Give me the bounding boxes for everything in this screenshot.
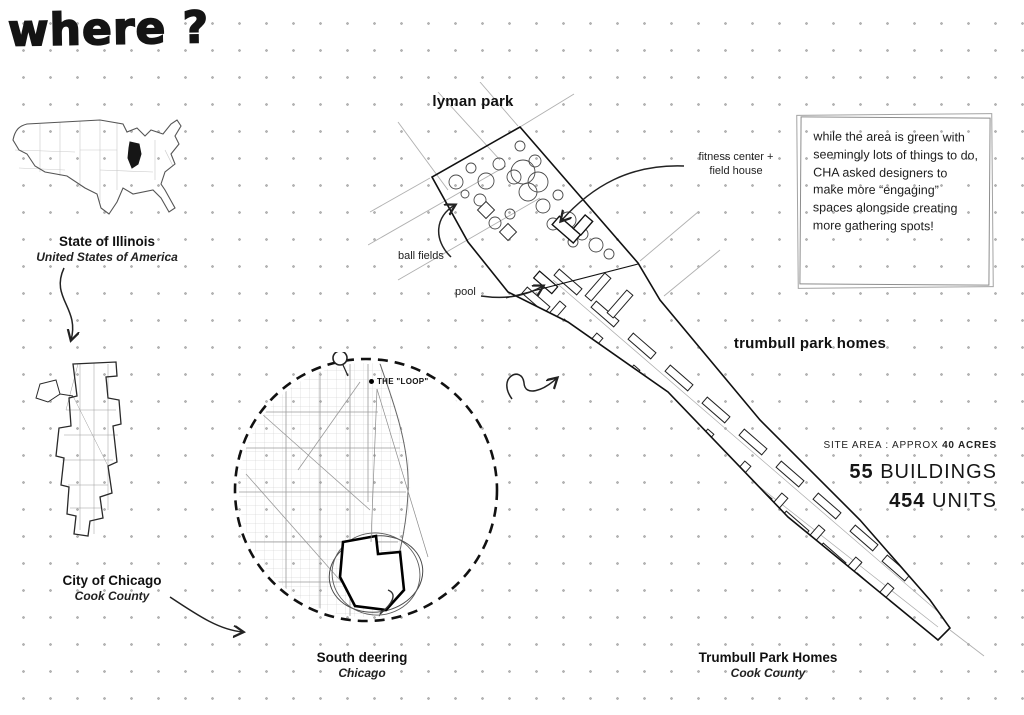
chicago-map xyxy=(35,361,122,537)
loop-label: THE "LOOP" xyxy=(369,377,428,386)
site-area-prefix: SITE AREA : APPROX xyxy=(823,440,939,451)
site-plan xyxy=(368,82,985,657)
ohare-area-shape xyxy=(35,379,74,403)
usa-state-lines xyxy=(14,120,174,202)
arrow-illinois-to-chicago xyxy=(59,267,73,340)
surrounding-streets xyxy=(368,82,985,657)
units-value: 454 xyxy=(889,490,926,512)
usa-map xyxy=(12,119,182,215)
page-title: where ? xyxy=(7,1,211,57)
illinois-label: State of Illinois xyxy=(58,234,156,249)
loop-label-text: THE "LOOP" xyxy=(377,377,429,386)
pin-circle xyxy=(332,352,348,366)
loop-dot-icon xyxy=(369,379,374,385)
fitness-annotation: fitness center + field house xyxy=(698,151,774,178)
buildings-stat: 55 BUILDINGS xyxy=(767,458,997,487)
note-text: while the area is green with seemingly l… xyxy=(812,129,979,234)
site-area-stat: SITE AREA : APPROX 40 ACRES xyxy=(767,440,997,451)
chicago-sublabel: Cook County xyxy=(74,589,150,603)
note-box: while the area is green with seemingly l… xyxy=(799,116,991,286)
illinois-sublabel: United States of America xyxy=(36,250,178,264)
lyman-park-label: lyman park xyxy=(432,93,514,110)
site-caption-sub: Cook County xyxy=(730,666,806,680)
chicago-outline xyxy=(55,361,122,537)
zoom-circle-map xyxy=(233,352,499,623)
site-boundary xyxy=(430,125,952,642)
pool-annotation: pool xyxy=(455,286,476,298)
south-deering-label: South deering xyxy=(316,650,408,665)
site-caption: Trumbull Park Homes xyxy=(698,650,838,665)
buildings-value: 55 xyxy=(849,461,874,483)
park-divider xyxy=(505,263,639,299)
zoom-circle-outline xyxy=(233,357,499,623)
chicago-label: City of Chicago xyxy=(62,573,162,588)
south-deering-sublabel: Chicago xyxy=(338,666,386,680)
ball-fields-shapes xyxy=(476,200,518,242)
usa-outline xyxy=(12,119,182,215)
pin-tail xyxy=(342,364,349,377)
stats-block: SITE AREA : APPROX 40 ACRES 55 BUILDINGS… xyxy=(767,440,997,516)
units-label: UNITS xyxy=(932,490,997,512)
sketch-flick xyxy=(379,589,394,615)
chicago-street-lines xyxy=(62,363,118,534)
zoom-map-content xyxy=(239,363,493,617)
fitness-center-shape xyxy=(551,213,594,244)
ball-fields-annotation: ball fields xyxy=(398,250,444,262)
buildings-label: BUILDINGS xyxy=(880,461,997,483)
site-area-value: 40 ACRES xyxy=(942,440,997,451)
trumbull-park-homes-label: trumbull park homes xyxy=(733,335,887,352)
park-trees xyxy=(448,140,615,260)
units-stat: 454 UNITS xyxy=(767,487,997,516)
illinois-state-shape xyxy=(127,141,142,169)
